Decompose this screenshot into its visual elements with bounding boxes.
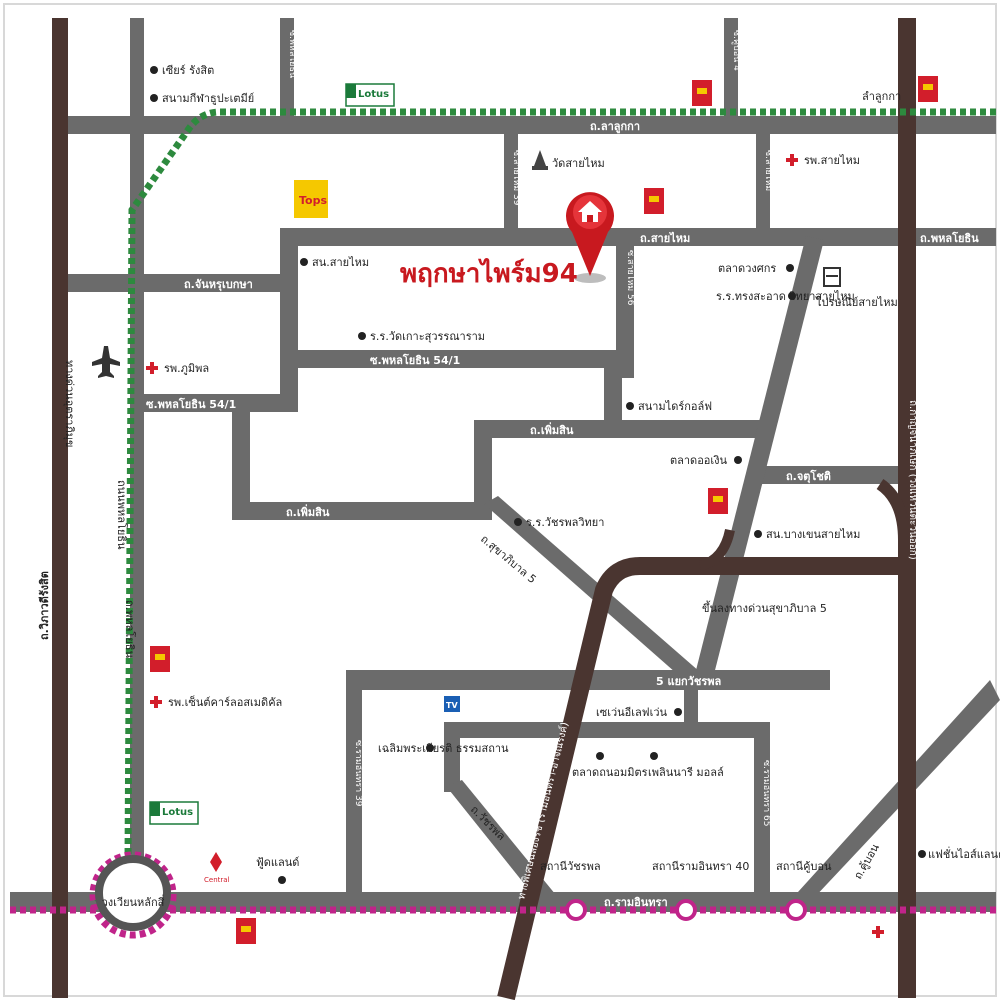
label-phoensin-mid: ถ.เพิ่มสิน [530, 422, 574, 437]
place-wat-koh-school: ร.ร.วัดเกาะสุวรรณาราม [370, 330, 485, 343]
place-wongsakorn-market: ตลาดวงศกร [718, 262, 776, 275]
place-foodland: ฟู้ดแลนด์ [256, 856, 299, 869]
label-soi-left-top: ซ.พหลโยธิน [287, 30, 298, 78]
place-expressway-ramp: ขึ้นลงทางด่วนสุขาภิบาล 5 [702, 600, 827, 615]
road-saimai [280, 228, 996, 246]
svg-text:Central: Central [204, 876, 230, 884]
place-songsaard-school: ร.ร.ทรงสะอาด วิทยาสายไหม [716, 290, 855, 303]
place-fashion-island: แฟชั่นไอส์แลนด์ [928, 846, 1000, 861]
place-wat-saimai: วัดสายไหม [552, 157, 605, 170]
label-tollway-ns: ทางด่วนอุตราภิมุข [63, 360, 76, 448]
place-station-kuboon: สถานีคู้บอน [776, 860, 832, 873]
station-kuboon[interactable] [785, 899, 807, 921]
place-station-watcharaphon: สถานีวัชรพล [540, 860, 601, 873]
place-thanommit-market: ตลาดถนอมมิตร [572, 766, 648, 779]
label-soi-saimai-top: ซ.สายไหม [763, 150, 774, 191]
label-vibhavadi: ถ.วิภาวดีรังสิต [38, 571, 51, 640]
road-kanchanaphisek [898, 18, 916, 998]
project-title: พฤกษาไพร์ม94 [400, 257, 578, 289]
label-soi-saimai56: ซ.สายไหม 56 [625, 250, 636, 306]
temple-icon [532, 150, 548, 170]
label-phahonyothin-right: ถ.พหลโยธิน [920, 231, 979, 245]
place-driving-range: สนามไดร์กอล์ฟ [638, 400, 712, 413]
place-saimai-police: สน.สายไหม [312, 256, 369, 269]
road-ramintra [10, 892, 996, 912]
label-soi-ram39: ซ.รามอินทรา 39 [353, 740, 364, 807]
svg-text:Lotus: Lotus [358, 89, 389, 100]
label-phoensin-low: ถ.เพิ่มสิน [286, 504, 330, 519]
label-phahon-left2: ถนนพหลโยธิน [115, 480, 129, 550]
tops-logo: Tops [294, 180, 328, 218]
label-ramintra: ถ.รามอินทรา [604, 896, 668, 909]
project-marker[interactable] [566, 192, 614, 283]
pink-line-stations [565, 899, 807, 921]
pink-rail-line [10, 851, 996, 939]
place-post-office: ไปรษณีย์สายไหม [815, 296, 898, 309]
label-soi-top-right: ซ.คู้บอน 4 [731, 30, 742, 71]
place-seven-eleven: เซเว่นอีเลฟเว่น [596, 706, 668, 719]
lotus-logo-top: Lotus [345, 83, 395, 107]
svg-text:TV: TV [446, 701, 458, 710]
place-thupatemi-stadium: สนามกีฬาธูปะเตมีย์ [162, 92, 254, 105]
label-lamlukka: ถ.ลาลูกกา [590, 120, 640, 134]
red-cross-icon [146, 362, 158, 374]
label-watcharaphon-5: 5 แยกวัชรพล [656, 675, 721, 688]
label-phahon54-1-left: ซ.พหลโยธิน 54/1 [146, 397, 236, 411]
place-or-ngoen-market: ตลาดออเงิน [670, 454, 728, 467]
laksi-circle[interactable]: วงเวียนหลักสี่ [95, 855, 171, 931]
tv-logo: TV [444, 696, 460, 712]
road-vibhavadi [52, 18, 68, 998]
place-saimai-hospital: รพ.สายไหม [804, 154, 860, 167]
laksi-circle-label: วงเวียนหลักสี่ [102, 894, 165, 909]
place-station-ramintra-40: สถานีรามอินทรา 40 [652, 860, 749, 873]
label-phahon54-1: ซ.พหลโยธิน 54/1 [370, 353, 460, 367]
road-lamlukka [66, 116, 996, 134]
post-office-icon [823, 267, 841, 287]
place-watcharaphon-school: ร.ร.วัชรพลวิทยา [526, 516, 604, 529]
central-logo: Central [204, 852, 230, 884]
label-soi-ram65: ซ.รามอินทรา 65 [761, 760, 772, 826]
label-phahon-left: ถ.พหลโยธิน [123, 600, 137, 658]
expressway [497, 479, 910, 1000]
label-chanhruebkhao: ถ.จันหรุเบกษา [184, 278, 253, 292]
label-soi-watsaimai: ซ.สายไหม 39 [511, 150, 522, 206]
airplane-icon [92, 346, 120, 378]
svg-text:Tops: Tops [299, 194, 327, 207]
place-bangkhen-police: สน.บางเขนสายไหม [766, 528, 860, 541]
home-pin-icon [578, 201, 602, 222]
road-chanhruebkhao [66, 274, 286, 292]
svg-text:Lotus: Lotus [162, 807, 193, 818]
red-cross-icon [786, 154, 798, 166]
label-saimai: ถ.สายไหม [640, 231, 690, 245]
label-kanchanaphisek: ถ.กาญจนาภิเษก (วงแหวนตะวันออก) [907, 400, 918, 560]
lotus-logo-bottom: Lotus [149, 801, 199, 825]
place-ploennari-mall: เพลินนารี มอลล์ [648, 766, 724, 779]
place-st-carlos-hospital: รพ.เซ็นต์คาร์ลอสเมดิคัล [168, 695, 282, 709]
station-ramintra-40[interactable] [675, 899, 697, 921]
label-jujoti: ถ.จตุโชติ [786, 469, 831, 484]
place-bhumibol-hospital: รพ.ภูมิพล [164, 362, 209, 375]
station-watcharaphon[interactable] [565, 899, 587, 921]
red-cross-icon [872, 926, 884, 938]
place-dharma-center: เฉลิมพระเกียรติ ธรรมสถาน [378, 742, 509, 755]
places-layer: เซียร์ รังสิต สนามกีฬาธูปะเตมีย์ วัดสายไ… [92, 64, 1000, 938]
place-future-rangsit: เซียร์ รังสิต [162, 64, 214, 77]
label-lamlukka-right: ลำลูกกา [862, 90, 901, 103]
red-cross-icon [150, 696, 162, 708]
